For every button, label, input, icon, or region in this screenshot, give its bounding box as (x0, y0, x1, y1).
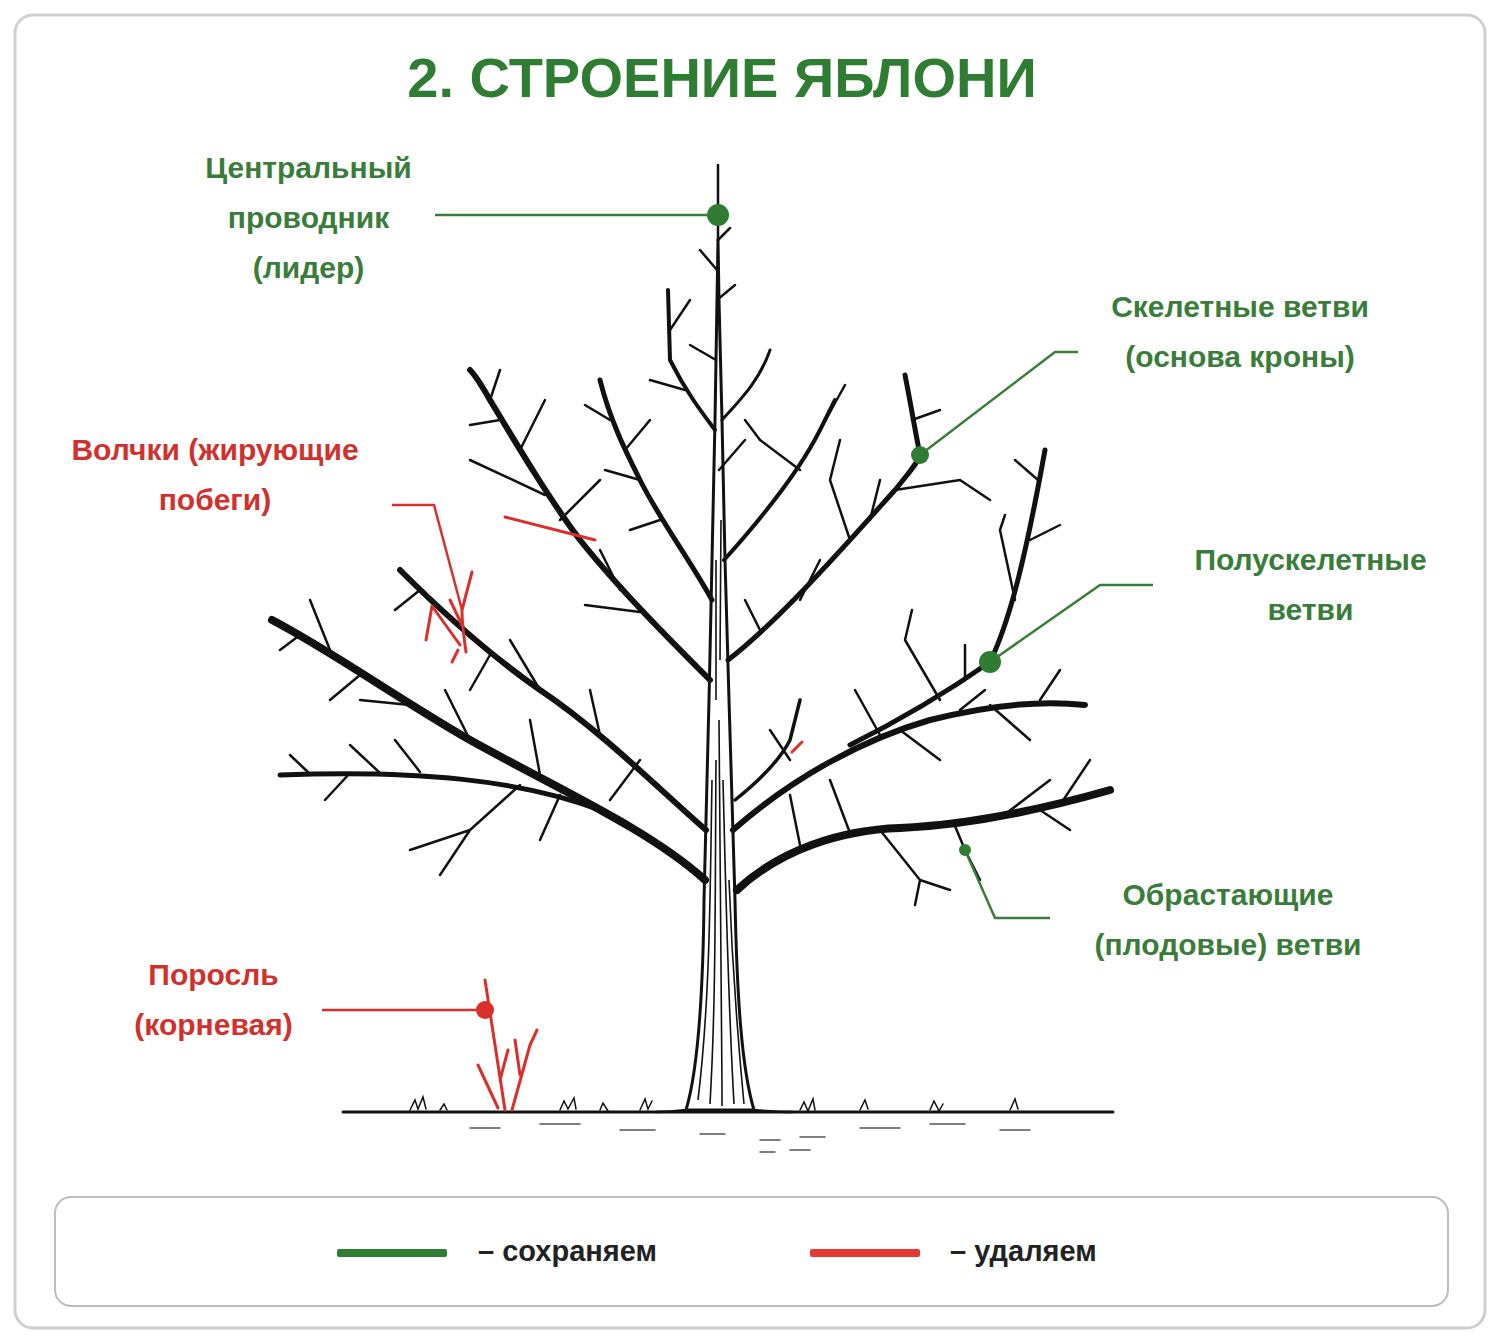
legend-text-block: – сохраняем (478, 1231, 657, 1271)
part-name: Скелетные ветви (основа кроны) (1108, 282, 1372, 382)
removed-shoots (426, 517, 802, 1110)
legend-swatch (337, 1249, 447, 1257)
part-name: Обрастающие (плодовые) ветви (1091, 870, 1365, 970)
callout-label: Скелетные ветви (основа кроны) (1108, 282, 1372, 382)
leader-lines (322, 215, 1153, 1010)
callout-label: Волчки (жирующие побеги) (66, 425, 364, 525)
legend-text-block: – удаляем (950, 1231, 1097, 1271)
title-block: 2. СТРОЕНИЕ ЯБЛОНИ (222, 40, 1222, 116)
frame (15, 15, 1485, 1328)
callout-label: Обрастающие (плодовые) ветви (1091, 870, 1365, 970)
callout-label: Поросль (корневая) (131, 950, 296, 1050)
marker-dots (476, 204, 1001, 1019)
callout-label: Центральный проводник (лидер) (202, 143, 415, 293)
tree-trunk (656, 165, 792, 1112)
tree-branches (272, 228, 1110, 905)
part-name: Центральный проводник (лидер) (202, 143, 415, 293)
legend-swatch (810, 1249, 920, 1257)
part-name: Волчки (жирующие побеги) (66, 425, 364, 525)
legend-text: – удаляем (950, 1231, 1097, 1271)
callout-label: Полускелетные ветви (1191, 535, 1430, 635)
part-name: Полускелетные ветви (1191, 535, 1430, 635)
diagram-title: 2. СТРОЕНИЕ ЯБЛОНИ (222, 40, 1222, 116)
legend-text: – сохраняем (478, 1231, 657, 1271)
part-name: Поросль (корневая) (131, 950, 296, 1050)
